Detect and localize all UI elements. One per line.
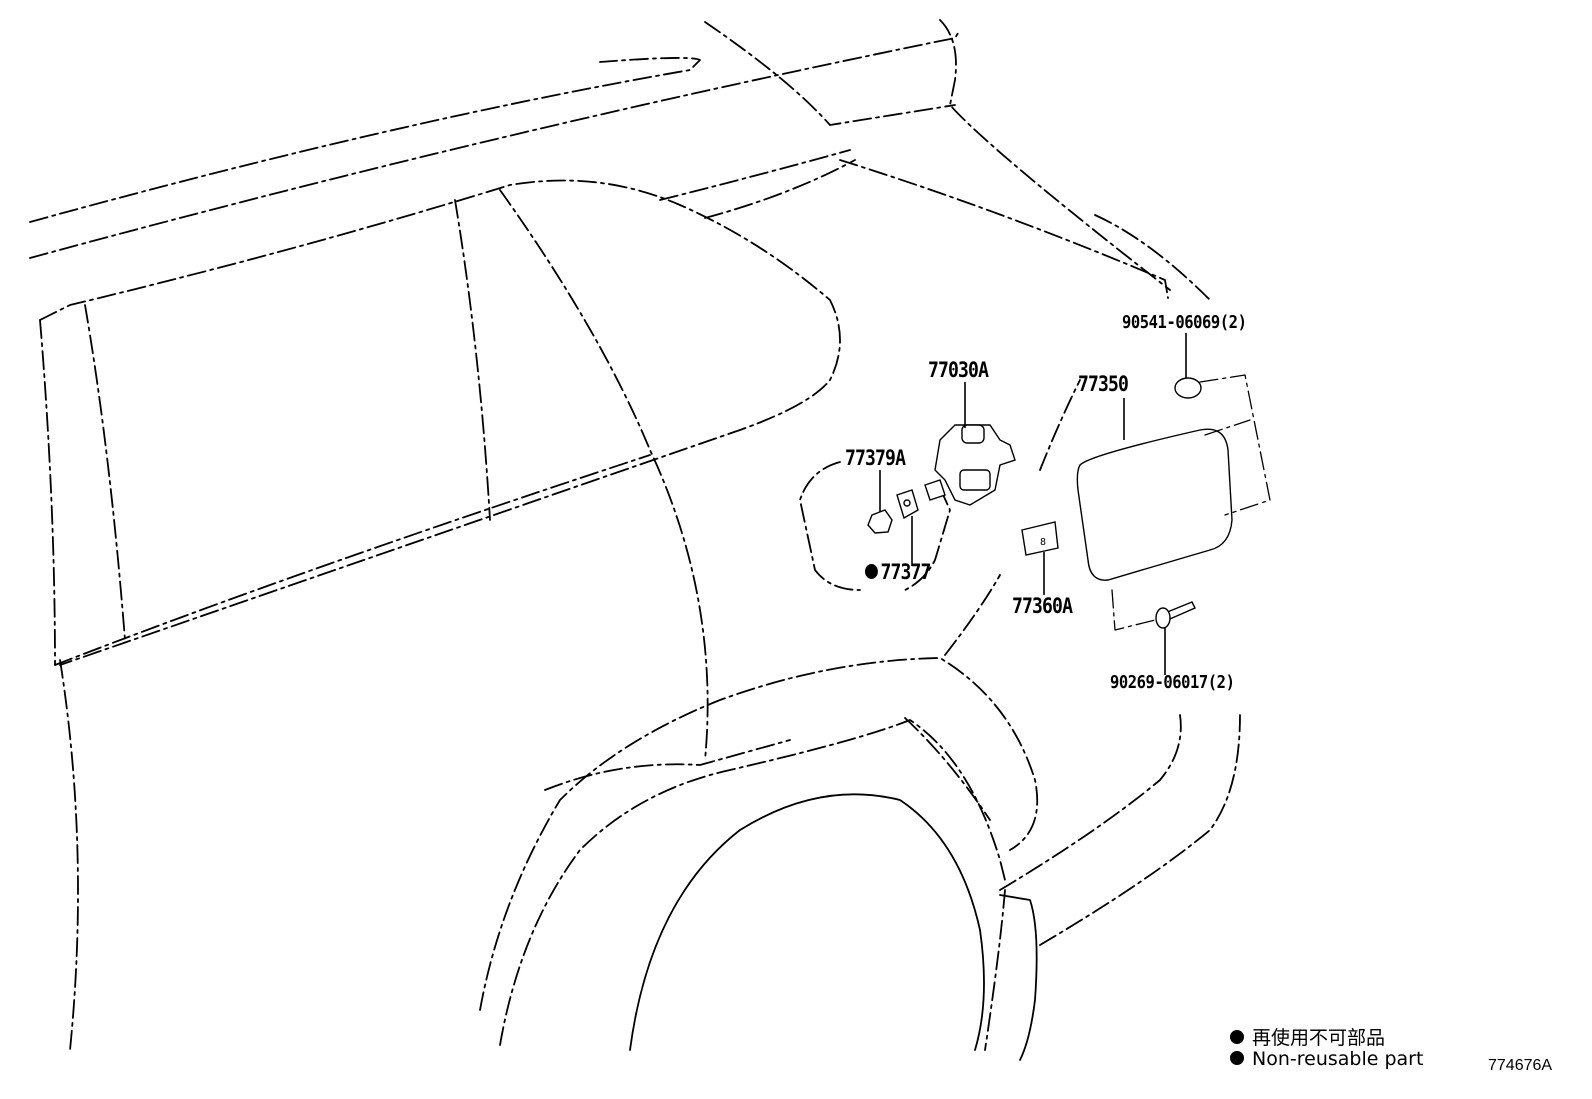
legend-english-text: Non-reusable part	[1252, 1048, 1424, 1070]
callout-77350: 77350	[1078, 372, 1129, 396]
legend-english: Non-reusable part	[1230, 1048, 1423, 1070]
illustration-number: 774676A	[1488, 1057, 1553, 1074]
fuel-lid-lock-actuator	[924, 382, 1016, 506]
top-cushion-part	[1174, 333, 1271, 516]
legend-japanese-text: 再使用不可部品	[1252, 1027, 1386, 1049]
callout-90541-06069: 90541-06069(2)	[1122, 312, 1247, 333]
callout-77030A: 77030A	[928, 358, 989, 382]
cushion-part	[896, 489, 919, 566]
non-reusable-dot-icon	[865, 563, 878, 579]
callout-77379A: 77379A	[845, 446, 906, 470]
clip-part	[867, 470, 893, 534]
label-part-glyph: 8	[1040, 537, 1046, 548]
legend-japanese: 再使用不可部品	[1230, 1023, 1385, 1050]
callout-77377-text: 77377	[880, 560, 931, 584]
callout-90269-06017: 90269-06017(2)	[1110, 672, 1235, 693]
callout-77377: 77377	[865, 560, 931, 584]
screw-part	[1111, 589, 1196, 675]
legend-dot-icon	[1230, 1050, 1244, 1065]
callout-77360A: 77360A	[1012, 594, 1073, 618]
label-part: 8	[1021, 521, 1059, 595]
vehicle-body-outline	[29, 19, 1241, 1061]
fuel-lid	[1076, 398, 1233, 581]
legend-dot-icon	[1230, 1029, 1244, 1044]
